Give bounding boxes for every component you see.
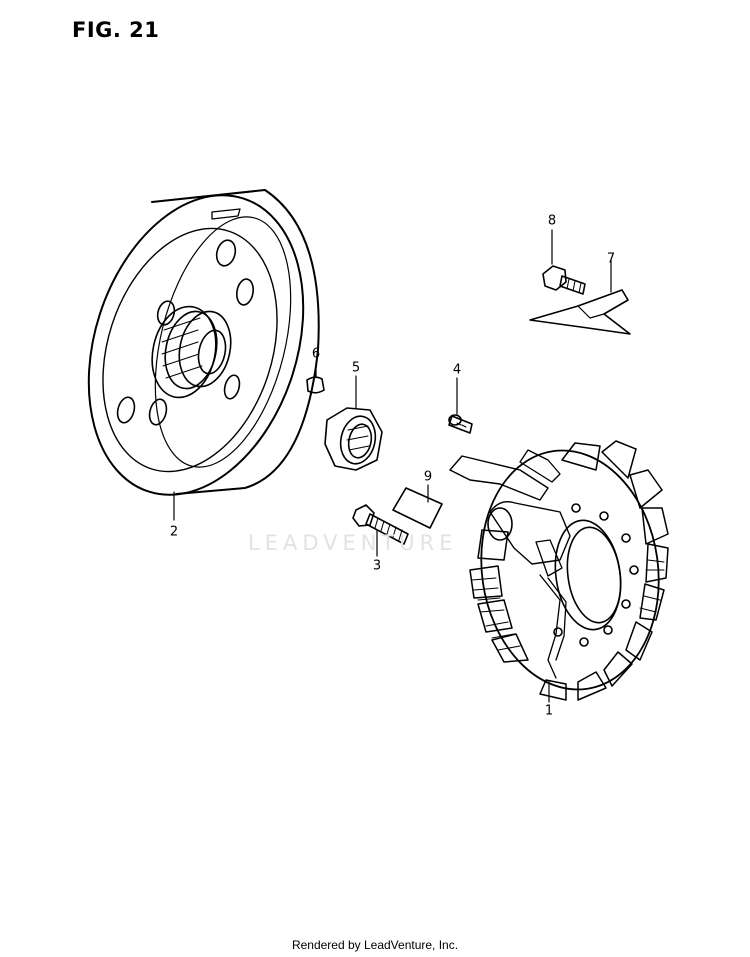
callout-8: 8 <box>547 213 557 229</box>
callout-3: 3 <box>372 558 382 574</box>
wire-clamp <box>529 259 631 335</box>
callout-9: 9 <box>423 469 433 485</box>
callout-7: 7 <box>606 251 616 267</box>
clamp-bolt <box>542 229 586 295</box>
watermark: LEADVENTURE <box>248 531 458 555</box>
callout-2: 2 <box>169 524 179 540</box>
stator-screw <box>448 377 473 434</box>
callout-4: 4 <box>452 362 462 378</box>
callout-6: 6 <box>311 346 321 362</box>
flywheel-rotor <box>87 189 320 521</box>
stator-coil <box>449 440 669 703</box>
callout-5: 5 <box>351 360 361 376</box>
bolt <box>352 504 409 557</box>
figure-title: FIG. 21 <box>72 18 160 42</box>
label-plate <box>392 484 443 529</box>
footer-credit: Rendered by LeadVenture, Inc. <box>291 938 459 952</box>
rotor-nut <box>324 375 383 471</box>
callout-1: 1 <box>544 703 554 719</box>
woodruff-key <box>306 363 325 394</box>
